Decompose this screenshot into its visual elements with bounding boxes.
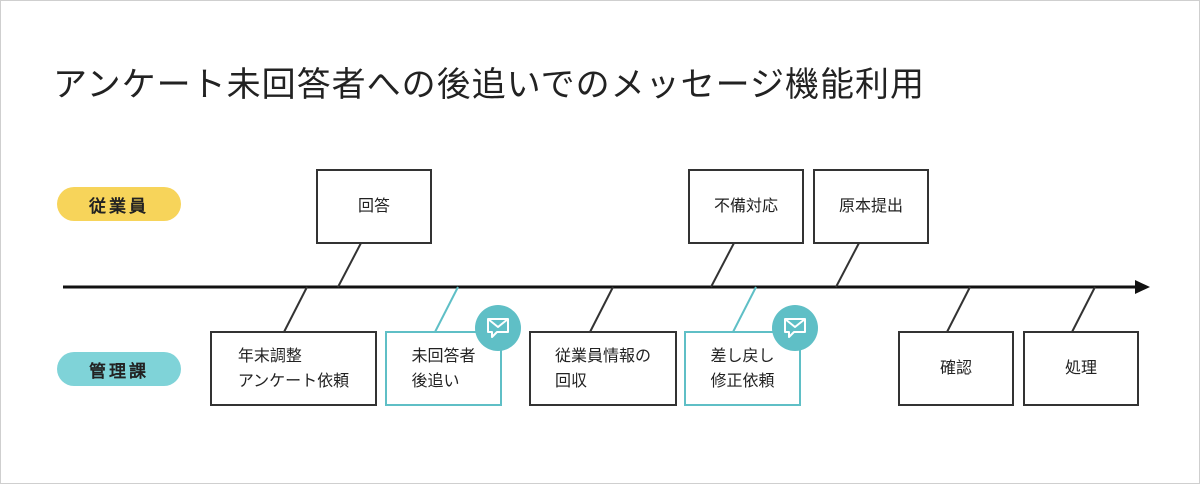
step-label: 回答: [357, 196, 390, 216]
message-icon: [772, 305, 818, 351]
step-label: 不備対応: [713, 196, 778, 216]
connector-employee-2: [710, 242, 735, 288]
step-label: 年末調整 アンケート依頼: [237, 345, 350, 390]
message-icon-glyph: [784, 318, 806, 338]
connector-employee-3: [835, 242, 860, 288]
step-label: 原本提出: [838, 196, 903, 216]
message-icon: [475, 305, 521, 351]
employee-step-submit-original: 原本提出: [813, 169, 929, 244]
lane-label-hr: 管理課: [57, 352, 181, 386]
message-icon-glyph: [487, 318, 509, 338]
step-label: 差し戻し 修正依頼: [710, 345, 775, 390]
employee-step-answer: 回答: [316, 169, 432, 244]
connector-hr-4: [732, 286, 757, 333]
page-title: アンケート未回答者への後追いでのメッセージ機能利用: [53, 65, 925, 105]
step-label: 処理: [1064, 358, 1097, 378]
employee-step-fix-deficiency: 不備対応: [688, 169, 804, 244]
connector-employee-1: [337, 242, 362, 288]
step-label: 従業員情報の 回収: [554, 345, 651, 390]
connector-hr-6: [1071, 286, 1096, 333]
connector-hr-3: [589, 286, 614, 333]
lane-label-employee: 従業員: [57, 187, 181, 221]
step-label: 未回答者 後追い: [411, 345, 476, 390]
hr-step-process: 処理: [1023, 331, 1139, 406]
connector-hr-5: [946, 286, 971, 333]
hr-step-collect-info: 従業員情報の 回収: [529, 331, 677, 406]
connector-hr-2: [434, 286, 459, 333]
timeline-arrowhead: [1135, 280, 1150, 294]
step-label: 確認: [939, 358, 972, 378]
hr-step-survey-request: 年末調整 アンケート依頼: [210, 331, 377, 406]
hr-step-confirm: 確認: [898, 331, 1014, 406]
connector-hr-1: [283, 286, 308, 333]
